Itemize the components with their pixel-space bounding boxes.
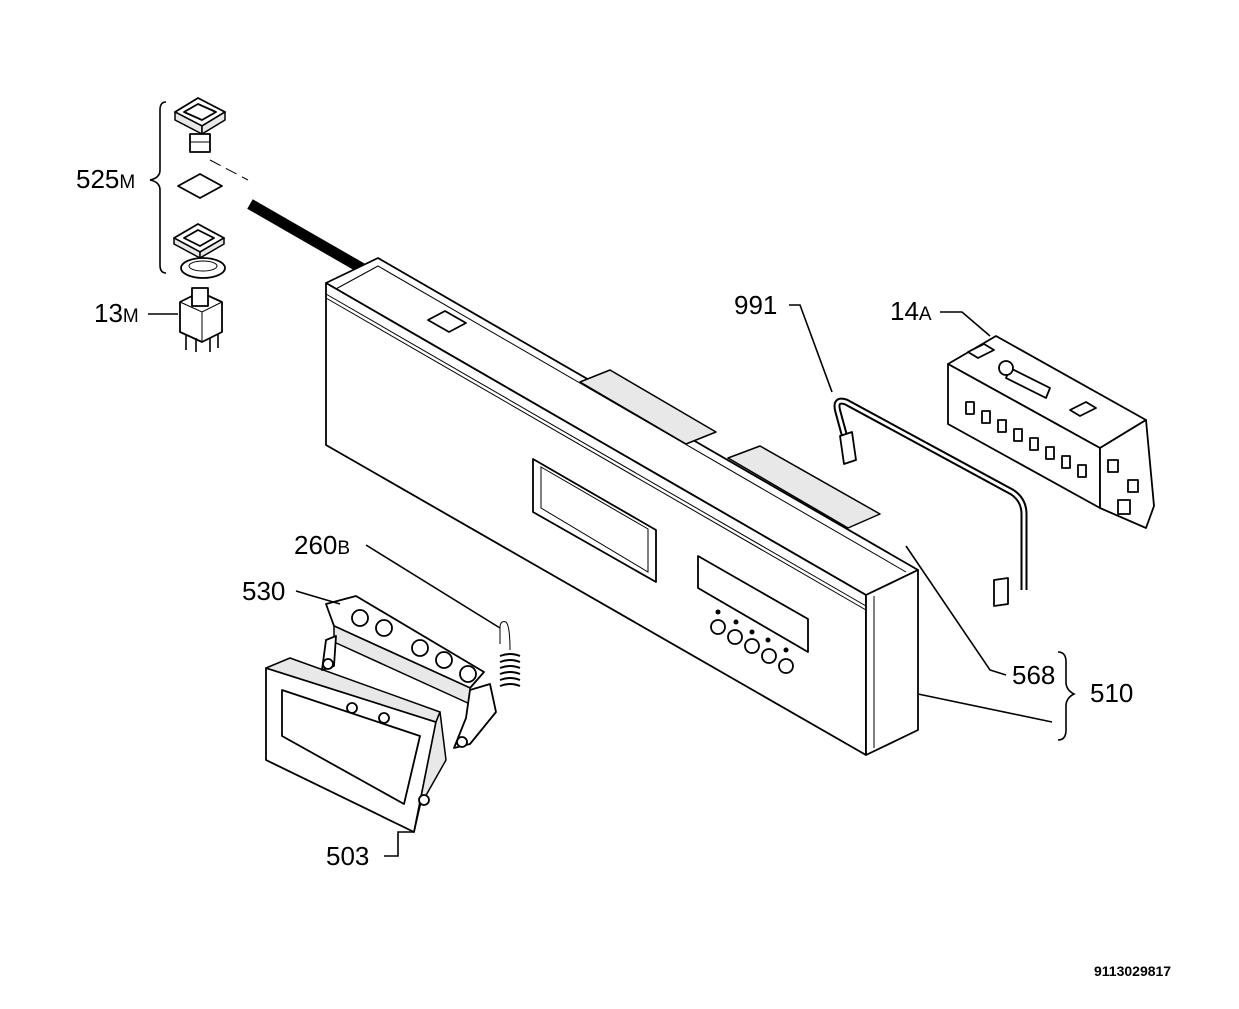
- label-13m: 13M: [94, 298, 139, 328]
- label-503: 503: [326, 841, 369, 871]
- label-14a: 14A: [890, 296, 932, 326]
- part-525m-button-assembly: [149, 97, 249, 279]
- part-14a-electronic-module: [947, 335, 1155, 529]
- label-260b: 260B: [294, 530, 350, 560]
- part-991-cable: [833, 397, 1028, 607]
- part-503-handle-housing: [265, 657, 447, 833]
- label-991: 991: [734, 290, 777, 320]
- leader-lines: [148, 304, 1076, 857]
- part-13m-switch: [179, 287, 223, 352]
- document-id: 9113029817: [1094, 963, 1171, 979]
- label-510: 510: [1090, 678, 1133, 708]
- part-510-control-panel: [325, 257, 919, 756]
- part-530-handle-lever: [321, 595, 497, 749]
- part-260b-spring: [499, 621, 521, 687]
- label-525m: 525M: [76, 164, 135, 194]
- module-slots: [965, 401, 1087, 478]
- label-568: 568: [1012, 660, 1055, 690]
- label-530: 530: [242, 576, 285, 606]
